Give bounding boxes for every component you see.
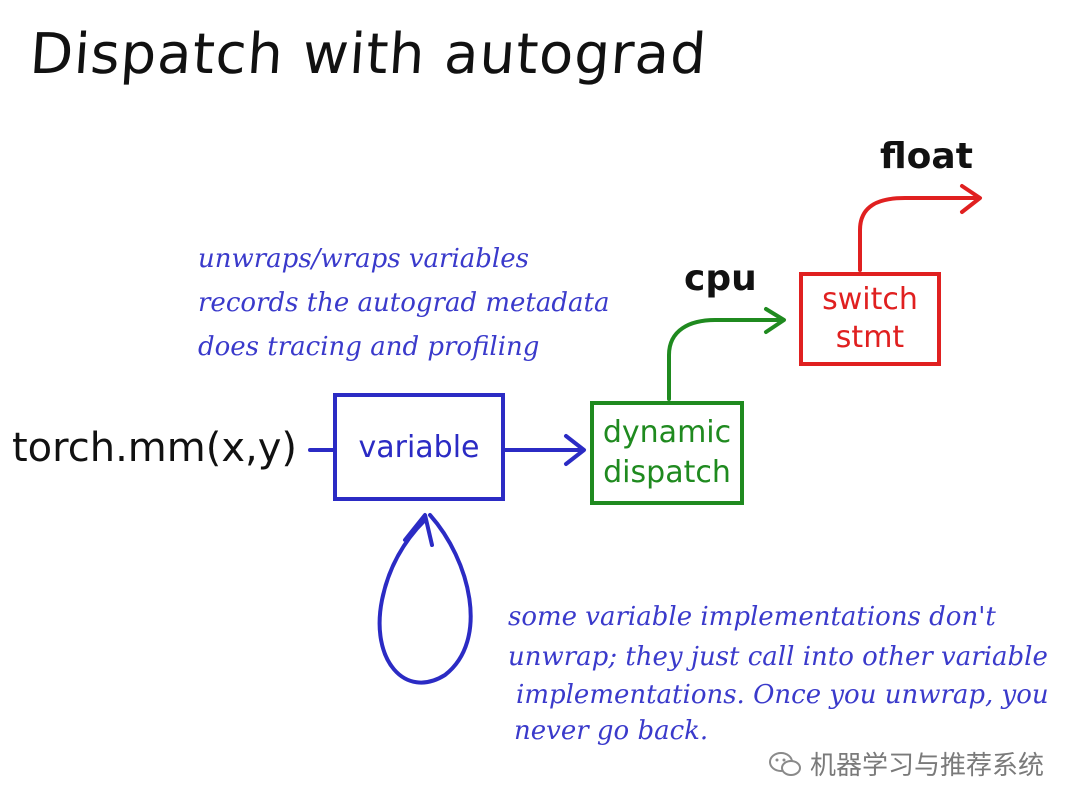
dispatch-box-line1: dynamic [602, 415, 732, 450]
dispatch-to-switch-arrowhead [764, 307, 786, 334]
bottom-note-line-1: some variable implementations don't [508, 602, 996, 632]
variable-self-loop-arrowhead [403, 513, 434, 547]
variable-to-dispatch-arrowhead [564, 434, 586, 466]
variable-box-label: variable [358, 429, 480, 465]
variable-box: variable [333, 393, 505, 501]
wechat-icon [768, 751, 801, 776]
call-expression: torch.mm(x,y) [12, 425, 297, 471]
dynamic-dispatch-box: dynamic dispatch [590, 401, 744, 505]
dispatch-to-switch-arrow [667, 318, 784, 401]
page-title: Dispatch with autograd [27, 22, 710, 87]
watermark: 机器学习与推荐系统 [768, 745, 1044, 782]
variable-self-loop [377, 513, 473, 685]
cpu-label: cpu [684, 258, 757, 299]
switch-box-line2: stmt [835, 320, 905, 355]
top-note-line-1: unwraps/wraps variables [198, 244, 529, 274]
bottom-note-line-3: implementations. Once you unwrap, you [516, 680, 1049, 710]
top-note-line-3: does tracing and profiling [198, 332, 540, 362]
switch-stmt-box: switch stmt [799, 272, 941, 366]
bottom-note-line-4: never go back. [514, 716, 709, 746]
switch-to-float-arrow [858, 196, 980, 272]
watermark-text: 机器学习与推荐系统 [809, 751, 1044, 781]
float-label: float [880, 136, 973, 177]
bottom-note-line-2: unwrap; they just call into other variab… [508, 642, 1048, 672]
switch-box-line1: switch [822, 282, 918, 317]
top-note-line-2: records the autograd metadata [198, 288, 610, 318]
dispatch-box-line2: dispatch [603, 455, 731, 490]
switch-to-float-arrowhead [960, 184, 982, 214]
